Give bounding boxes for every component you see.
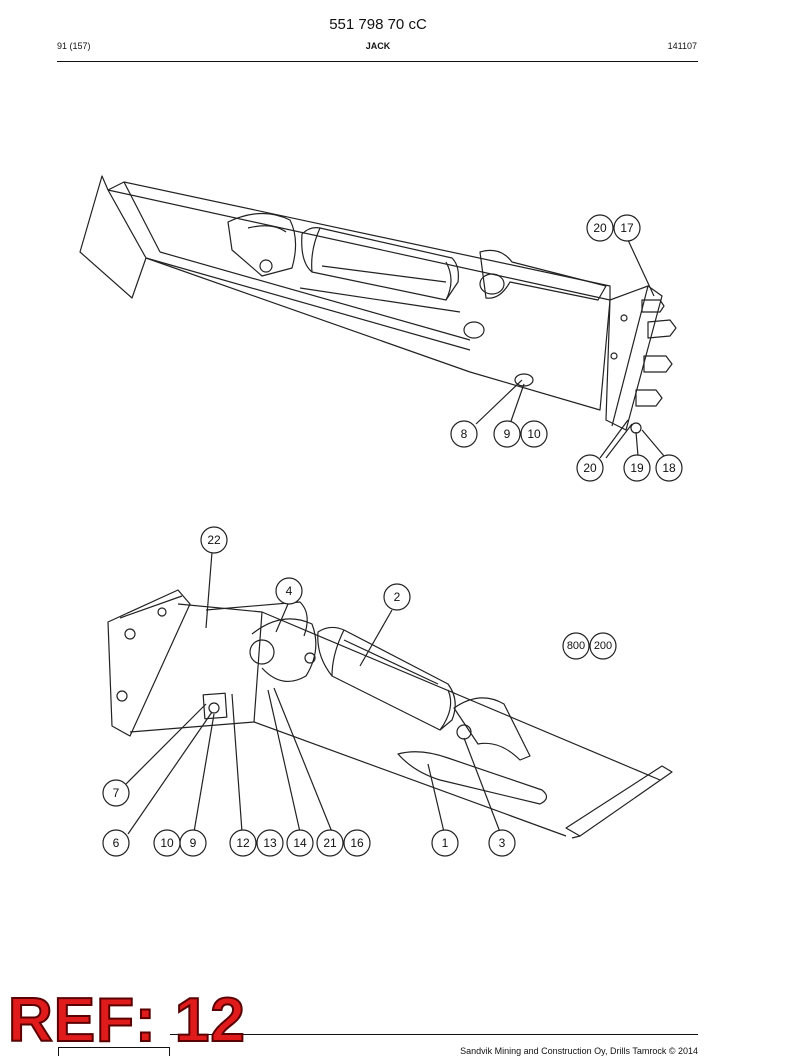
- page-title: JACK: [365, 41, 391, 51]
- callout-lower-13: 13: [263, 836, 277, 850]
- callout-lower-9: 9: [190, 836, 197, 850]
- header-rule: [57, 61, 698, 62]
- callout-upper-8: 8: [461, 427, 468, 441]
- callout-lower-7: 7: [113, 786, 120, 800]
- callout-lower-22: 22: [207, 533, 221, 547]
- callout-lower-10: 10: [160, 836, 174, 850]
- callout-upper-20a: 20: [593, 221, 607, 235]
- page-number: 91 (157): [57, 41, 91, 51]
- callout-lower-1: 1: [442, 836, 449, 850]
- callout-upper-9: 9: [504, 427, 511, 441]
- callout-lower-2: 2: [394, 590, 401, 604]
- callout-upper-19: 19: [630, 461, 644, 475]
- callout-lower-3: 3: [499, 836, 506, 850]
- callout-lower-4: 4: [286, 584, 293, 598]
- document-number: 551 798 70 cC: [329, 16, 427, 33]
- callout-lower-21: 21: [323, 836, 337, 850]
- footer-rule: [170, 1034, 698, 1035]
- upper-jack-drawing: [79, 175, 677, 459]
- callout-upper-20b: 20: [583, 461, 597, 475]
- callout-lower-14: 14: [293, 836, 307, 850]
- callout-upper-10: 10: [527, 427, 541, 441]
- ref-stamp: REF: 12: [7, 985, 246, 1056]
- sandvik-logo-icon: [58, 1047, 170, 1056]
- callout-lower-16: 16: [350, 836, 364, 850]
- callout-lower-12: 12: [236, 836, 250, 850]
- date-code: 141107: [667, 41, 697, 51]
- callout-bubbles: [102, 214, 683, 857]
- callout-lower-800: 800: [567, 640, 585, 652]
- callout-upper-18: 18: [662, 461, 676, 475]
- callout-upper-17: 17: [620, 221, 634, 235]
- footer-copyright: Sandvik Mining and Construction Oy, Dril…: [460, 1046, 698, 1056]
- callout-lower-6: 6: [113, 836, 120, 850]
- lower-jack-drawing: [107, 551, 673, 839]
- callout-lower-200: 200: [594, 640, 612, 652]
